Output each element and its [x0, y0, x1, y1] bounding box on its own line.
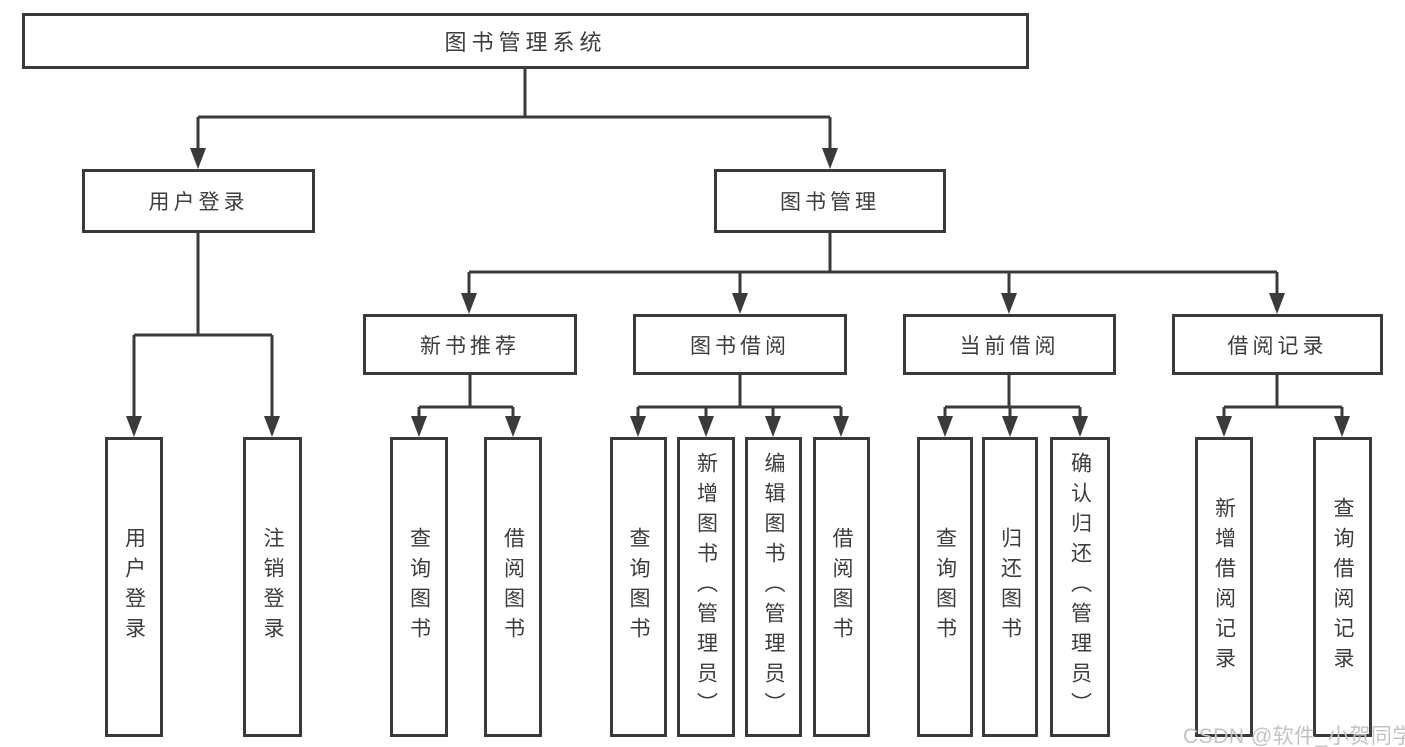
node-current-borrow: 当前借阅 — [903, 314, 1116, 375]
leaf-borrow-query-books: 查询图书 — [610, 437, 667, 737]
node-book-borrow-label: 图书借阅 — [690, 334, 790, 358]
leaf-edit-books-admin-label: 编辑图书（管理员） — [762, 452, 785, 722]
leaf-add-borrow-record: 新增借阅记录 — [1195, 437, 1253, 737]
leaf-recommend-borrow-books: 借阅图书 — [484, 437, 542, 737]
leaf-add-books-admin: 新增图书（管理员） — [677, 437, 735, 737]
leaf-current-query-books-label: 查询图书 — [933, 527, 957, 647]
leaf-confirm-return-admin: 确认归还（管理员） — [1050, 437, 1110, 737]
leaf-borrow-books-label: 借阅图书 — [830, 527, 853, 647]
node-user-login-label: 用户登录 — [148, 191, 249, 214]
leaf-recommend-query-books: 查询图书 — [390, 437, 448, 737]
leaf-query-borrow-record: 查询借阅记录 — [1313, 437, 1372, 737]
node-root: 图书管理系统 — [22, 13, 1029, 69]
leaf-user-login-label: 用户登录 — [122, 527, 146, 647]
leaf-current-query-books: 查询图书 — [917, 437, 973, 737]
node-borrow-records-label: 借阅记录 — [1227, 334, 1328, 358]
node-new-book-recommend-label: 新书推荐 — [420, 334, 520, 358]
arrowheads — [126, 148, 1350, 437]
leaf-confirm-return-admin-label: 确认归还（管理员） — [1068, 452, 1092, 722]
leaf-logout-label: 注销登录 — [261, 527, 284, 647]
node-book-borrow: 图书借阅 — [633, 314, 847, 375]
node-root-label: 图书管理系统 — [444, 30, 607, 55]
leaf-borrow-books: 借阅图书 — [813, 437, 870, 737]
csdn-watermark: CSDN @软件_小贺同学 — [1183, 725, 1405, 747]
node-new-book-recommend: 新书推荐 — [363, 314, 577, 375]
node-book-management: 图书管理 — [714, 169, 946, 233]
leaf-recommend-borrow-books-label: 借阅图书 — [501, 527, 525, 647]
leaf-logout: 注销登录 — [243, 437, 302, 737]
node-book-management-label: 图书管理 — [780, 191, 880, 214]
node-user-login: 用户登录 — [82, 169, 315, 233]
node-borrow-records: 借阅记录 — [1172, 314, 1383, 375]
leaf-borrow-query-books-label: 查询图书 — [627, 527, 650, 647]
leaf-user-login: 用户登录 — [105, 437, 163, 737]
leaf-recommend-query-books-label: 查询图书 — [407, 527, 431, 647]
leaf-return-books-label: 归还图书 — [998, 527, 1022, 647]
leaf-return-books: 归还图书 — [982, 437, 1038, 737]
leaf-edit-books-admin: 编辑图书（管理员） — [745, 437, 802, 737]
node-current-borrow-label: 当前借阅 — [959, 334, 1060, 358]
leaf-add-borrow-record-label: 新增借阅记录 — [1212, 497, 1236, 677]
leaf-add-books-admin-label: 新增图书（管理员） — [694, 452, 718, 722]
leaf-query-borrow-record-label: 查询借阅记录 — [1331, 497, 1354, 677]
